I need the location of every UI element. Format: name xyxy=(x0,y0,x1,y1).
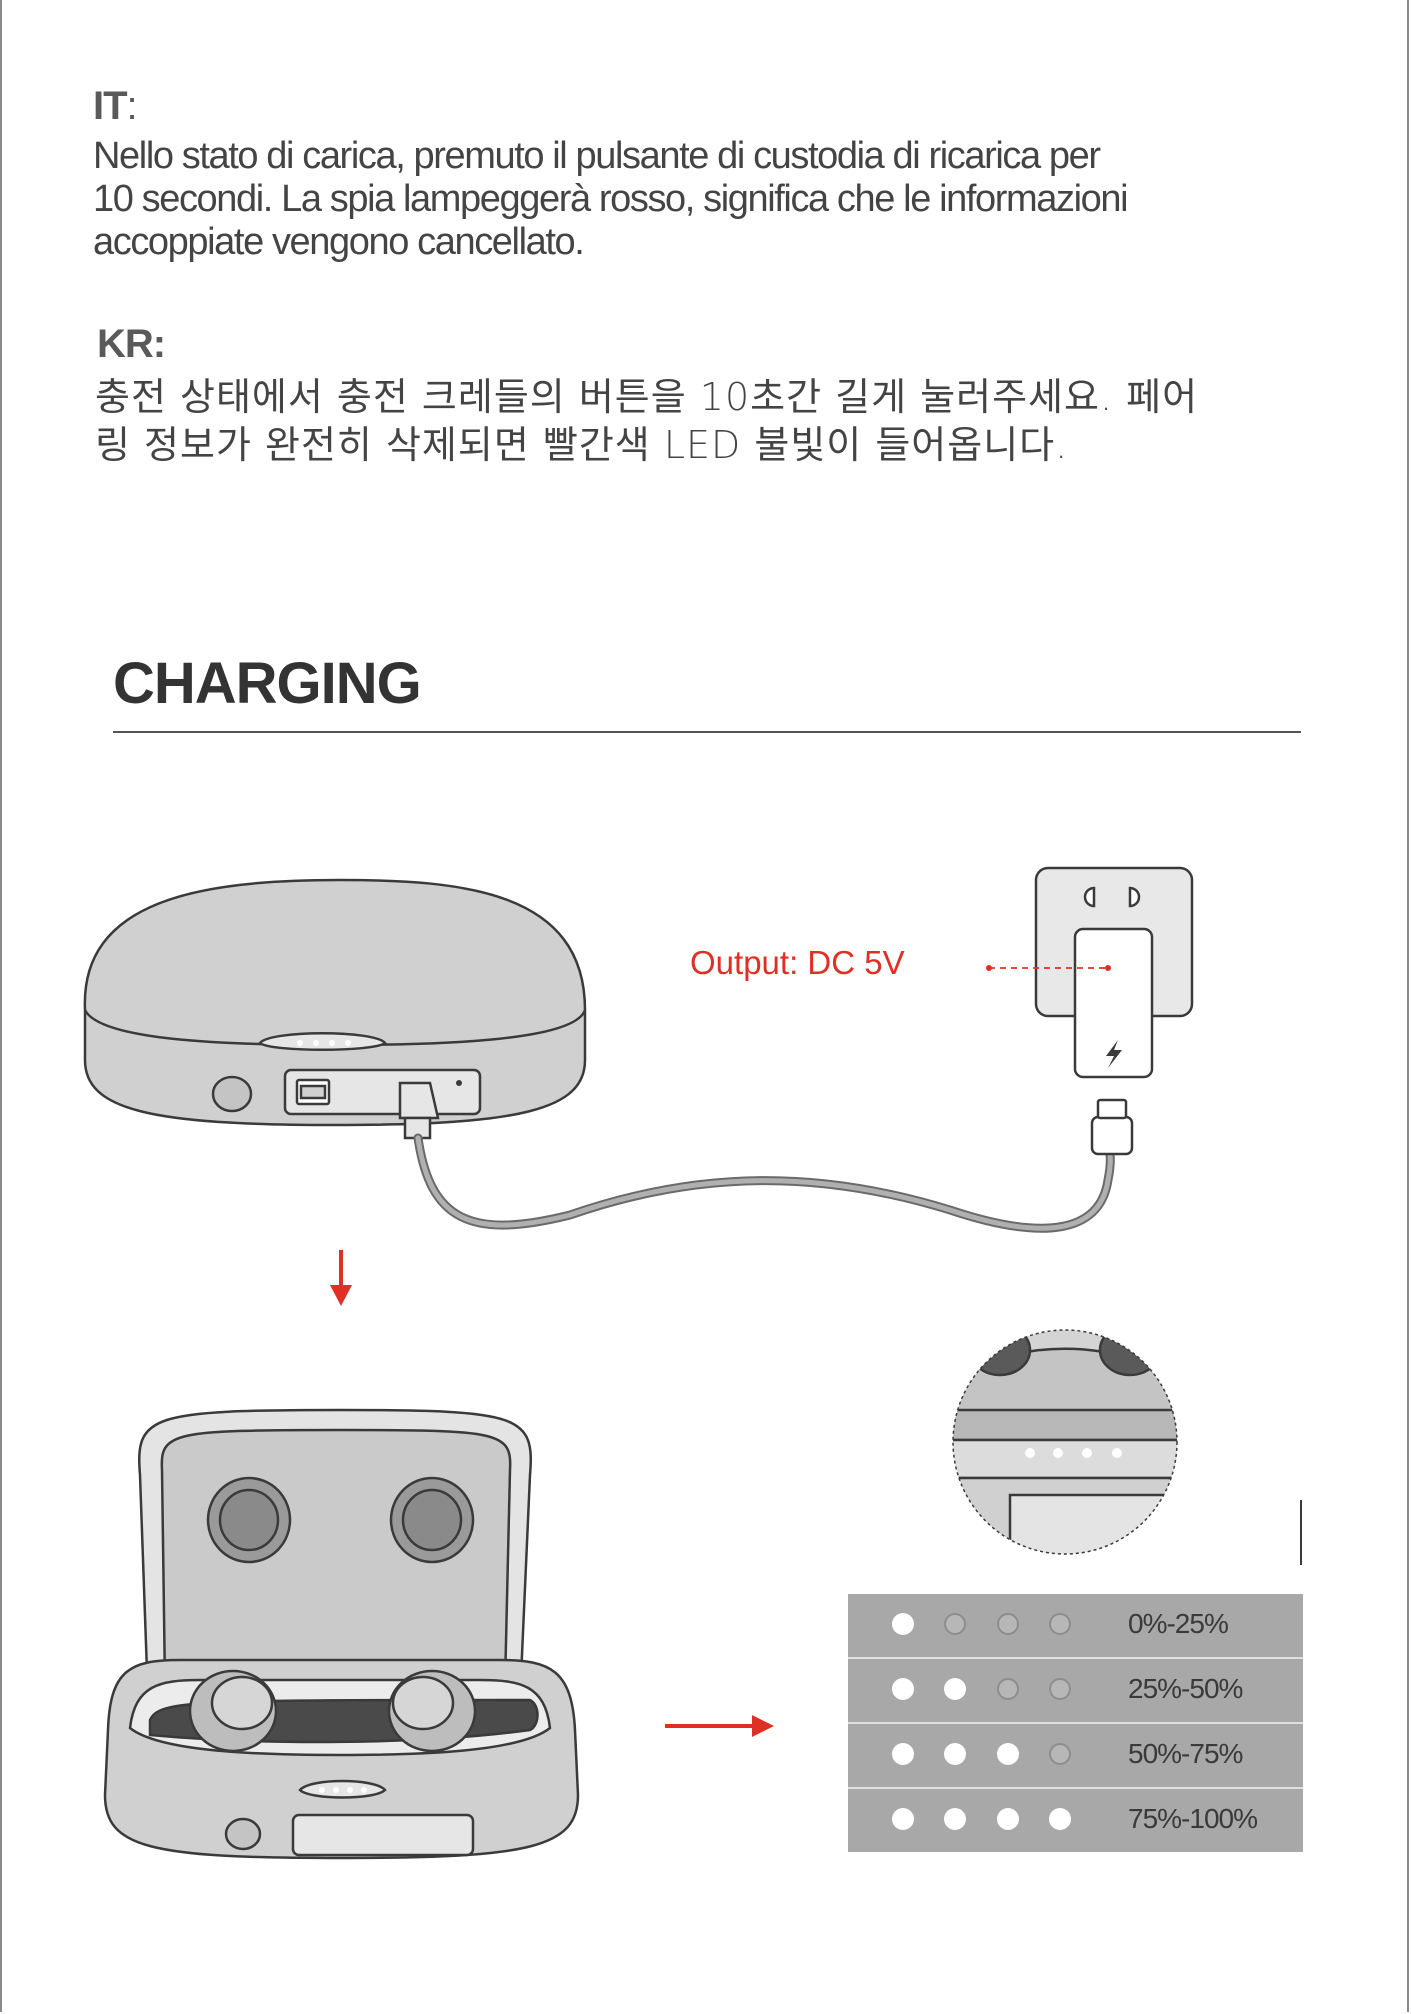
battery-range-label: 0%-25% xyxy=(1128,1608,1229,1639)
battery-level-row: 50%-75% xyxy=(848,1724,1303,1789)
charging-case-open xyxy=(103,1408,580,1860)
kr-language-code: KR: xyxy=(97,322,166,366)
battery-level-table: 0%-25% 25%-50% 50%-75% 75%-100% xyxy=(848,1594,1303,1852)
led-on-indicator xyxy=(997,1743,1019,1765)
led-off-indicator xyxy=(1049,1743,1071,1765)
it-language-code: IT: xyxy=(93,84,138,128)
led-on-indicator xyxy=(892,1613,914,1635)
output-pointer-dot xyxy=(986,965,992,971)
led-on-indicator xyxy=(892,1743,914,1765)
it-line-1: Nello stato di carica, premuto il pulsan… xyxy=(93,135,1101,177)
power-plug-icon xyxy=(1034,866,1194,1079)
battery-range-label: 50%-75% xyxy=(1128,1738,1243,1769)
battery-level-row: 75%-100% xyxy=(848,1789,1303,1852)
right-arrow-icon xyxy=(665,1715,774,1737)
led-off-indicator xyxy=(1049,1613,1071,1635)
kr-line-1: 충전 상태에서 충전 크레들의 버튼을 10초간 길게 눌러주세요. 페어 xyxy=(95,375,1199,419)
battery-level-row: 0%-25% xyxy=(848,1594,1303,1659)
led-on-indicator xyxy=(892,1808,914,1830)
led-on-indicator xyxy=(997,1808,1019,1830)
down-arrow-icon xyxy=(330,1250,352,1306)
led-on-indicator xyxy=(944,1678,966,1700)
output-voltage-label: Output: DC 5V xyxy=(690,944,905,981)
battery-level-row: 25%-50% xyxy=(848,1659,1303,1724)
led-zoom-detail xyxy=(952,1329,1178,1555)
it-line-3: accoppiate vengono cancellato. xyxy=(93,221,585,263)
charging-case-closed xyxy=(83,878,587,1127)
it-line-2: 10 secondi. La spia lampeggerà rosso, si… xyxy=(93,178,1129,220)
it-paragraph: Nello stato di carica, premuto il pulsan… xyxy=(93,135,1129,264)
title-divider xyxy=(113,731,1301,733)
lightning-icon xyxy=(1106,1040,1122,1068)
charging-title: CHARGING xyxy=(113,651,422,716)
led-on-indicator xyxy=(892,1678,914,1700)
battery-range-label: 25%-50% xyxy=(1128,1673,1243,1704)
led-on-indicator xyxy=(944,1743,966,1765)
led-off-indicator xyxy=(997,1678,1019,1700)
led-off-indicator xyxy=(1049,1678,1071,1700)
led-on-indicator xyxy=(944,1808,966,1830)
kr-paragraph: 충전 상태에서 충전 크레들의 버튼을 10초간 길게 눌러주세요. 페어 링 … xyxy=(95,373,1198,469)
led-on-indicator xyxy=(1049,1808,1071,1830)
led-off-indicator xyxy=(944,1613,966,1635)
kr-line-2: 링 정보가 완전히 삭제되면 빨간색 LED 불빛이 들어옵니다. xyxy=(95,423,1069,467)
led-off-indicator xyxy=(997,1613,1019,1635)
battery-range-label: 75%-100% xyxy=(1128,1803,1258,1834)
usb-cable-icon xyxy=(398,1081,1134,1233)
